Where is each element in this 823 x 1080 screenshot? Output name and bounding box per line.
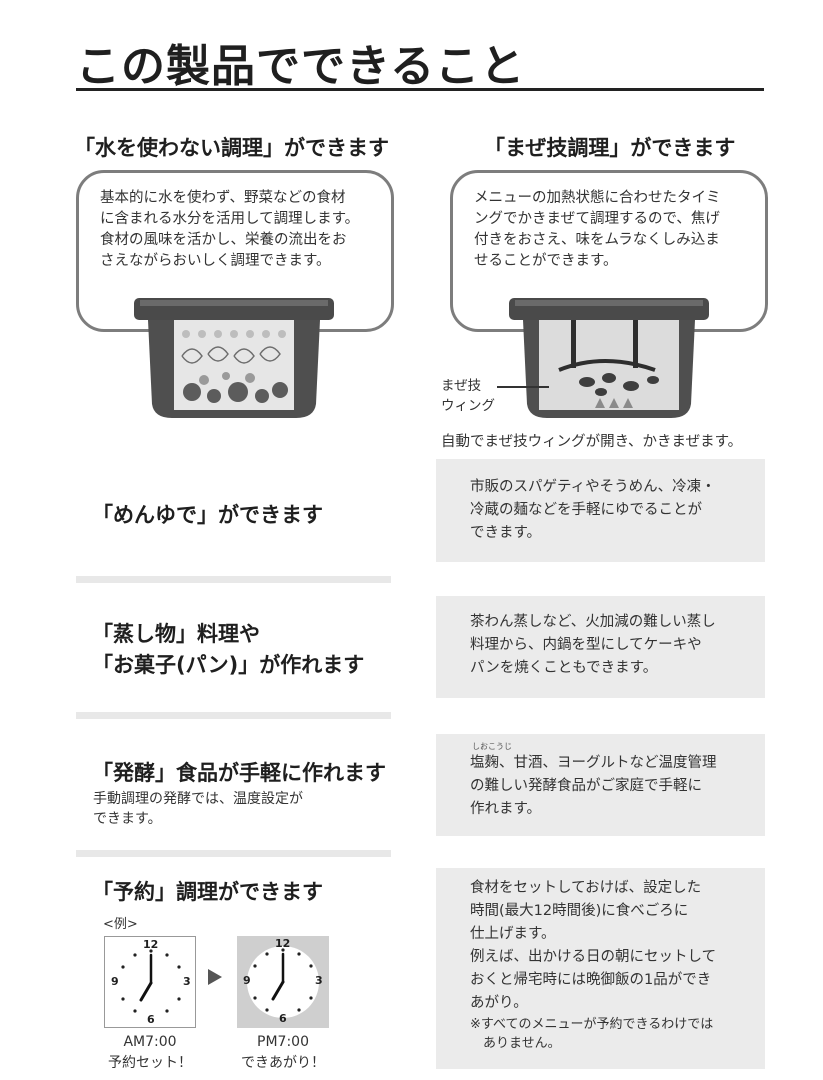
- menyude-title: 「めんゆで」ができます: [92, 503, 323, 527]
- yoyaku-title: 「予約」調理ができます: [92, 880, 323, 904]
- mushimono-description-box: [436, 596, 765, 698]
- yoyaku-description-box: [436, 868, 765, 1069]
- hakko-text: 塩麹、甘酒、ヨーグルトなど温度管理 の難しい発酵食品がご家庭で手軽に 作れます。: [470, 755, 717, 817]
- mazegi-text: メニューの加熱状態に合わせたタイミ ングでかきまぜて調理するので、焦げ 付きをお…: [474, 190, 721, 269]
- hakko-subtext: 手動調理の発酵では、温度設定が できます。: [93, 791, 303, 827]
- clock-pm7-caption: PM7:00 できあがり！: [241, 1034, 325, 1071]
- clock-am7-caption: AM7:00 予約セット！: [108, 1034, 192, 1071]
- clock-pm7: 12 3 6 9: [237, 936, 329, 1028]
- clock-am7: 12 3 6 9: [104, 936, 196, 1028]
- cooker-mazegi-illustration: [509, 298, 709, 418]
- mazegi-caption: 自動でまぜ技ウィングが開き、かきまぜます。: [441, 434, 743, 450]
- hakko-title: 「発酵」食品が手軽に作れます: [92, 761, 386, 785]
- separator-3: [76, 850, 391, 857]
- yoyaku-text: 食材をセットしておけば、設定した 時間(最大12時間後)に食べごろに 仕上げます…: [470, 880, 717, 1011]
- menyude-description-box: [436, 459, 765, 562]
- no-water-title: 「水を使わない調理」ができます: [74, 136, 389, 160]
- separator-1: [76, 576, 391, 583]
- mazegi-title: 「まぜ技調理」ができます: [484, 136, 736, 160]
- hakko-ruby: しおこうじ: [472, 742, 512, 751]
- title-divider: [76, 88, 764, 91]
- yoyaku-note: ※すべてのメニューが予約できるわけでは ありません。: [470, 1017, 714, 1051]
- mushimono-title: 「蒸し物」料理や 「お菓子(パン)」が作れます: [92, 622, 365, 677]
- arrow-right-icon: [208, 969, 222, 985]
- hakko-description-box: [436, 734, 765, 836]
- example-label: <例>: [103, 917, 138, 932]
- separator-2: [76, 712, 391, 719]
- menyude-text: 市販のスパゲティやそうめん、冷凍・ 冷蔵の麺などを手軽にゆでることが できます。: [470, 479, 716, 541]
- mazegi-wing-label: まぜ技 ウィング: [441, 378, 495, 414]
- cooker-vegetables-illustration: [134, 298, 334, 418]
- page-title: この製品でできること: [76, 41, 526, 92]
- mushimono-text: 茶わん蒸しなど、火加減の難しい蒸し 料理から、内鍋を型にしてケーキや パンを焼く…: [470, 614, 716, 676]
- no-water-text: 基本的に水を使わず、野菜などの食材 に含まれる水分を活用して調理します。 食材の…: [100, 190, 360, 269]
- wing-pointer-line: [497, 386, 549, 388]
